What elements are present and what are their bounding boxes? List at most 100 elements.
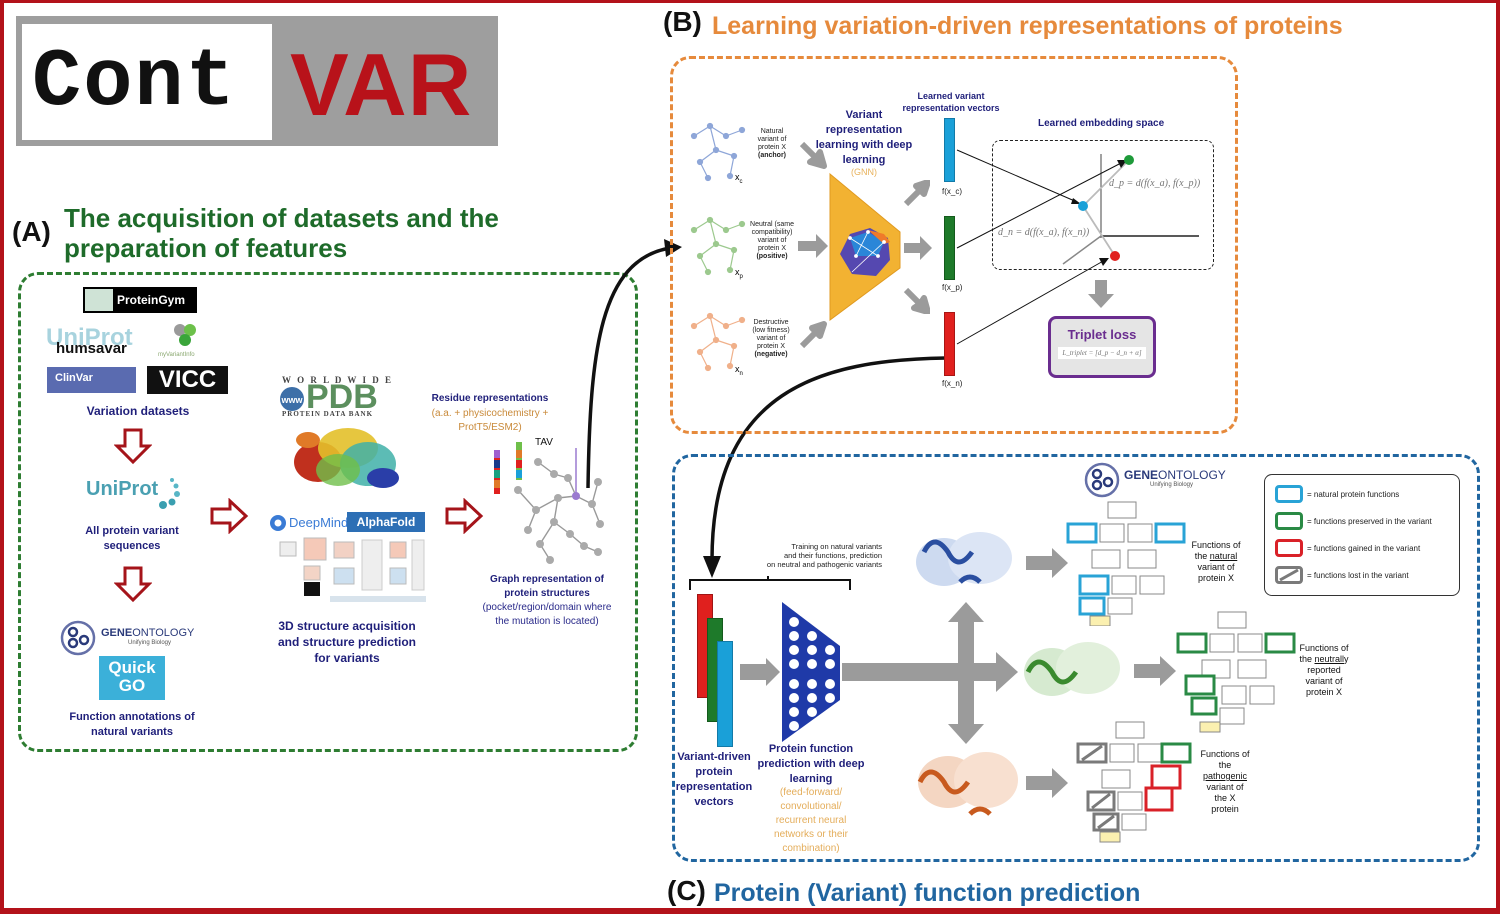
structure-caption: 3D structure acquisition and structure p… bbox=[268, 618, 426, 666]
geneontology-logo: GENEONTOLOGY bbox=[101, 627, 194, 639]
gnn-title-4: learning bbox=[842, 154, 886, 166]
arrow-positive-to-model bbox=[798, 234, 828, 258]
arrow-model-to-fp bbox=[904, 236, 932, 260]
positive-desc-1: Neutral (same bbox=[750, 221, 794, 228]
uniprot-dots-icon bbox=[159, 478, 180, 509]
legend-label-natural: = natural protein functions bbox=[1307, 489, 1400, 499]
variant-vectors-caption-1: Variant-driven bbox=[677, 751, 751, 763]
connector-arrow-b-to-c bbox=[703, 356, 947, 578]
pathogenic-label-5: protein bbox=[1211, 804, 1239, 814]
natural-label-2a: the bbox=[1194, 551, 1210, 561]
vector-anchor bbox=[944, 118, 955, 182]
go-dag-pathogenic bbox=[1076, 721, 1192, 843]
output-cross-arrows bbox=[842, 602, 1018, 744]
go-dag-natural bbox=[1066, 501, 1186, 626]
training-note-3: on neutral and pathogenic variants bbox=[766, 560, 882, 569]
pathogenic-label-4: the X bbox=[1214, 793, 1236, 803]
geneontology-icon-c bbox=[1084, 462, 1120, 498]
geneontology-tagline: Unifying Biology bbox=[128, 640, 172, 646]
go-dag-neutral bbox=[1176, 611, 1296, 733]
vector-positive bbox=[944, 216, 955, 280]
anchor-symbol: xc bbox=[735, 172, 743, 185]
uniprot-caption: All protein variant sequences bbox=[60, 524, 204, 554]
positive-symbol: xp bbox=[735, 267, 743, 280]
pathogenic-protein-structure bbox=[917, 752, 1018, 816]
negative-symbol-sub: n bbox=[739, 370, 743, 377]
negative-symbol: xn bbox=[735, 364, 743, 377]
gnn-title-2: representation bbox=[825, 124, 903, 136]
anchor-symbol-sub: c bbox=[739, 178, 743, 185]
go-caption-line2: natural variants bbox=[91, 726, 173, 738]
section-c-letter: (C) bbox=[667, 875, 706, 906]
legend-label-lost: = functions lost in the variant bbox=[1307, 570, 1409, 580]
pathogenic-label-1: Functions of bbox=[1200, 749, 1250, 759]
training-note-1: Training on natural variants bbox=[791, 542, 882, 551]
function-model-caption-3: learning bbox=[789, 773, 833, 785]
arrow-model-to-fc bbox=[903, 180, 930, 207]
structure-caption-line1: 3D structure acquisition bbox=[278, 619, 416, 633]
positive-symbol-x: x bbox=[735, 267, 740, 277]
alphafold-logo: AlphaFold bbox=[347, 512, 425, 532]
graph-caption-line2: protein structures bbox=[504, 588, 590, 599]
negative-desc-3: variant of bbox=[756, 335, 786, 342]
negative-symbol-x: x bbox=[735, 364, 740, 374]
learned-vectors-title-2: representation vectors bbox=[902, 103, 1000, 113]
section-a-letter: (A) bbox=[12, 216, 51, 247]
variant-vectors-caption-2: protein bbox=[695, 766, 733, 778]
model-detail-5: combination) bbox=[782, 843, 840, 854]
uniprot-faded-logo: UniProt bbox=[46, 324, 133, 351]
pdb-bottom-text: PROTEIN DATA BANK bbox=[282, 410, 374, 418]
legend-row-natural: = natural protein functions bbox=[1275, 485, 1399, 503]
residue-sub-line1: (a.a. + physicochemistry + bbox=[431, 408, 549, 419]
natural-label-underlined: natural bbox=[1209, 551, 1238, 561]
geneontology-icon bbox=[60, 620, 96, 656]
section-a-title: The acquisition of datasets and the prep… bbox=[64, 203, 499, 263]
myvariantinfo-icon bbox=[170, 320, 200, 350]
vicc-logo: VICC bbox=[147, 366, 228, 394]
training-note-2: and their functions, prediction bbox=[784, 551, 882, 560]
positive-role: (positive) bbox=[756, 253, 788, 260]
function-prediction-model bbox=[782, 602, 840, 742]
protein-structure-image bbox=[294, 428, 399, 488]
structure-caption-line2: and structure prediction bbox=[277, 635, 417, 649]
learned-vectors-title-1: Learned variant bbox=[917, 91, 985, 101]
model-detail-3: recurrent neural bbox=[775, 815, 847, 826]
myvariantinfo-label: myVariantInfo bbox=[158, 352, 195, 358]
uniprot-caption-line1: All protein variant bbox=[85, 525, 179, 537]
residue-representations-title: Residue representations bbox=[431, 393, 549, 404]
uniprot-logo: UniProt bbox=[86, 478, 159, 500]
uniprot-caption-line2: sequences bbox=[103, 540, 161, 552]
legend-row-preserved: = functions preserved in the variant bbox=[1275, 512, 1432, 530]
model-detail-1: (feed-forward/ bbox=[779, 787, 843, 798]
dn-formula: d_n = d(f(x_a), f(x_n)) bbox=[998, 227, 1090, 238]
neutral-label-4: variant of bbox=[1305, 676, 1343, 686]
variant-vectors-caption: Variant-driven protein representation ve… bbox=[672, 750, 756, 810]
proteingym-logo: ProteinGym bbox=[83, 287, 197, 313]
section-c-title: Protein (Variant) function prediction bbox=[714, 879, 1141, 907]
go-gene-text: GENE bbox=[101, 627, 133, 639]
natural-label-4: protein X bbox=[1197, 573, 1235, 583]
training-bracket bbox=[689, 576, 851, 590]
stacked-vector-blue bbox=[717, 641, 733, 747]
go-ontology-text: ONTOLOGY bbox=[132, 627, 195, 639]
embedding-space-plot bbox=[956, 149, 1199, 345]
gnn-title-3: learning with deep bbox=[815, 139, 913, 151]
positive-desc-3: variant of bbox=[757, 237, 787, 244]
section-c-box bbox=[672, 454, 1480, 862]
natural-functions-label: Functions of the natural variant of prot… bbox=[1184, 540, 1248, 584]
arrow-anchor-to-model bbox=[799, 141, 827, 169]
anchor-symbol-x: x bbox=[735, 172, 740, 182]
function-model-caption: Protein function prediction with deep le… bbox=[756, 742, 866, 787]
arrow-to-pathogenic-functions bbox=[1026, 768, 1068, 798]
positive-desc-2: compatibility) bbox=[751, 229, 793, 236]
hollow-arrow-right-1 bbox=[210, 498, 249, 534]
negative-desc-2: (low fitness) bbox=[752, 327, 790, 334]
embedding-space-box bbox=[992, 140, 1214, 270]
legend-row-lost: = functions lost in the variant bbox=[1275, 566, 1409, 584]
negative-role: (negative) bbox=[754, 351, 788, 358]
anchor-role: (anchor) bbox=[758, 152, 786, 159]
residue-sub-line2: ProtT5/ESM2) bbox=[458, 422, 522, 433]
legend-swatch-preserved bbox=[1275, 512, 1303, 530]
negative-description: Destructive (low fitness) variant of pro… bbox=[744, 319, 798, 359]
variant-vectors-caption-3: representation bbox=[675, 781, 753, 793]
